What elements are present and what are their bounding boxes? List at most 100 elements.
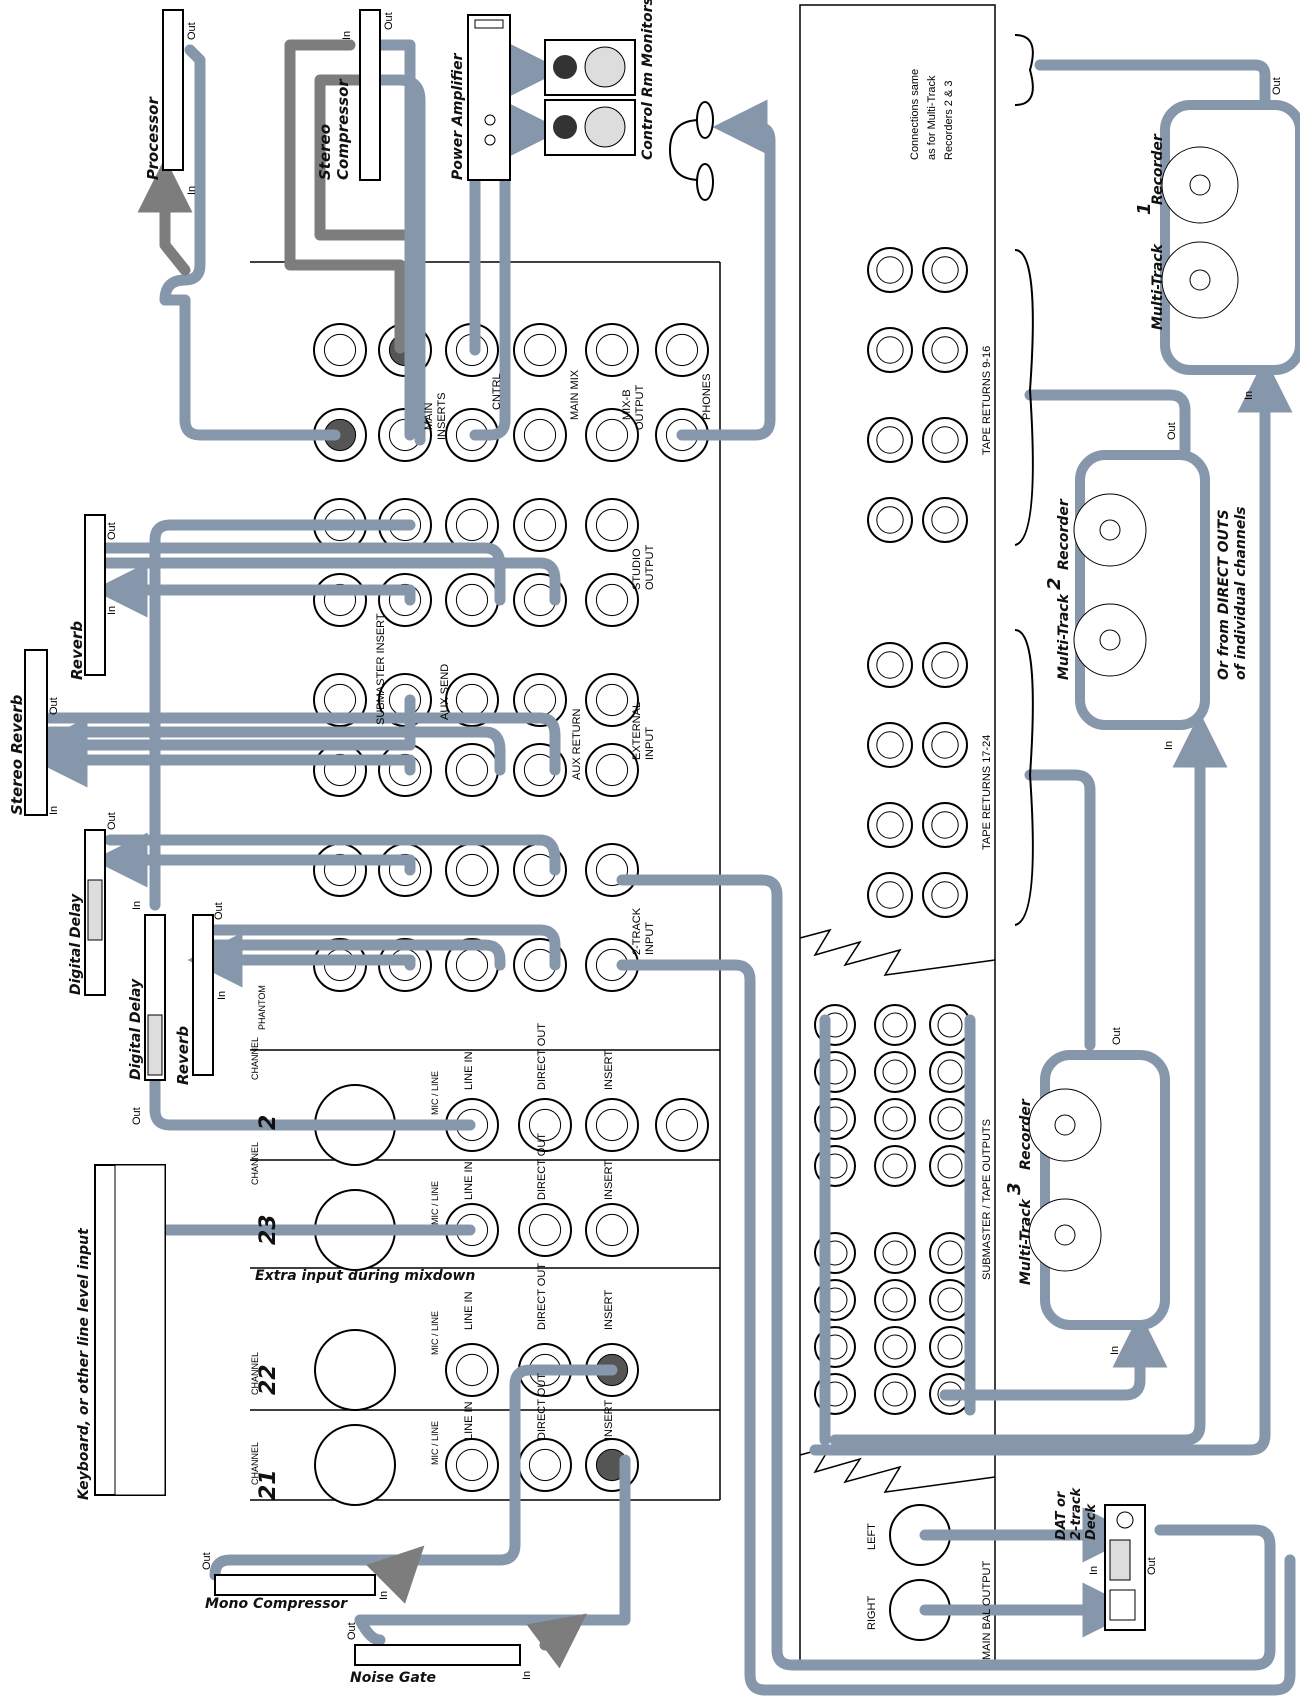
tape-return-jack-socket (932, 507, 958, 533)
svg-text:Digital Delay: Digital Delay (68, 893, 84, 995)
aux-jack-socket (456, 754, 487, 785)
svg-text:Power Amplifier: Power Amplifier (450, 52, 466, 180)
svg-text:INSERT: INSERT (603, 1160, 615, 1200)
svg-text:22: 22 (256, 1364, 281, 1395)
main-jack-socket (596, 419, 627, 450)
svg-text:MIC / LINE: MIC / LINE (430, 1071, 440, 1115)
svg-text:Out: Out (213, 902, 225, 920)
tape-out-jack-socket (938, 1154, 962, 1178)
stereo-compressor: Stereo Compressor In Out (316, 10, 395, 180)
svg-text:Recorder: Recorder (1056, 498, 1072, 570)
aux-jack-socket (456, 684, 487, 715)
tape-out-jack-socket (938, 1013, 962, 1037)
processor: Processor Out In (144, 10, 198, 195)
svg-text:Out: Out (383, 12, 395, 30)
tape-return-jack-socket (877, 427, 903, 453)
svg-text:In: In (378, 1591, 390, 1600)
multitrack-1: Multi-Track 1 Recorder Out In (1134, 77, 1300, 400)
tape-out-jack-socket (883, 1241, 907, 1265)
svg-text:Multi-Track: Multi-Track (1150, 242, 1166, 330)
aux-jack-socket (596, 754, 627, 785)
svg-text:STUDIO: STUDIO (631, 548, 643, 590)
svg-text:23: 23 (256, 1214, 281, 1245)
main-jack-socket (666, 334, 697, 365)
svg-text:21: 21 (256, 1469, 281, 1500)
aux-jack-socket (524, 509, 555, 540)
svg-text:2-track: 2-track (1069, 1486, 1084, 1540)
svg-text:In: In (1088, 1566, 1100, 1575)
tape-out-jack-socket (883, 1107, 907, 1131)
tape-return-jack-socket (877, 652, 903, 678)
svg-text:Out: Out (106, 812, 118, 830)
svg-text:RIGHT: RIGHT (866, 1596, 878, 1631)
svg-text:INSERTS: INSERTS (436, 393, 448, 440)
svg-text:Stereo: Stereo (316, 124, 334, 180)
control-room-monitors: Control Rm Monitors (545, 0, 656, 160)
svg-text:INSERT: INSERT (603, 1290, 615, 1330)
brackets (1015, 35, 1033, 925)
tape-return-jack-socket (932, 427, 958, 453)
svg-text:SUBMASTER INSERT: SUBMASTER INSERT (375, 613, 387, 725)
svg-text:Out: Out (346, 1622, 358, 1640)
tape-return-jack-socket (877, 812, 903, 838)
main-jack-socket (596, 334, 627, 365)
svg-text:In: In (48, 806, 60, 815)
tape-out-jack-socket (938, 1107, 962, 1131)
svg-text:2-TRACK: 2-TRACK (631, 907, 643, 955)
aux-jack-socket (456, 854, 487, 885)
svg-text:Out: Out (48, 697, 60, 715)
aux-jack-socket (456, 509, 487, 540)
svg-text:LEFT: LEFT (866, 1523, 878, 1550)
main-jack-socket (324, 334, 355, 365)
svg-text:EXTERNAL: EXTERNAL (631, 702, 643, 760)
tape-return-jack-socket (932, 337, 958, 363)
tape-return-jack-socket (877, 732, 903, 758)
svg-text:3: 3 (1004, 1182, 1025, 1195)
svg-text:INSERT: INSERT (603, 1050, 615, 1090)
main-jack-socket (524, 419, 555, 450)
svg-text:In: In (186, 186, 198, 195)
svg-text:as for Multi-Track: as for Multi-Track (926, 75, 938, 160)
svg-text:In: In (1243, 391, 1255, 400)
xlr-mic-input[interactable] (315, 1425, 395, 1505)
svg-text:Out: Out (1111, 1027, 1123, 1045)
svg-text:INPUT: INPUT (644, 727, 656, 760)
svg-text:LINE IN: LINE IN (463, 1161, 475, 1200)
svg-text:Compressor: Compressor (334, 78, 352, 180)
aux-jack-socket (524, 684, 555, 715)
svg-text:Recorder: Recorder (1150, 133, 1166, 205)
svg-text:DIRECT OUT: DIRECT OUT (536, 1023, 548, 1090)
svg-text:DIRECT OUT: DIRECT OUT (536, 1133, 548, 1200)
tape-out-jack-socket (938, 1335, 962, 1359)
svg-text:PHONES: PHONES (701, 374, 713, 420)
svg-text:Out: Out (1166, 422, 1178, 440)
direct-out-jack-socket (529, 1449, 560, 1480)
xlr-mic-input[interactable] (315, 1330, 395, 1410)
tape-out-jack-socket (883, 1013, 907, 1037)
svg-text:In: In (216, 991, 228, 1000)
extra-jack-socket (666, 1109, 697, 1140)
power-amplifier: Power Amplifier (450, 15, 510, 180)
svg-text:DIRECT OUT: DIRECT OUT (536, 1263, 548, 1330)
svg-text:LINE IN: LINE IN (463, 1291, 475, 1330)
svg-text:MIX-B: MIX-B (621, 389, 633, 420)
svg-text:of individual channels: of individual channels (1233, 507, 1249, 680)
aux-jack-socket (596, 684, 627, 715)
tape-return-jack-socket (877, 882, 903, 908)
svg-text:CHANNEL: CHANNEL (250, 1142, 260, 1185)
multitrack-2: Multi-Track 2 Recorder Out In (1044, 422, 1205, 750)
svg-text:DIRECT OUT: DIRECT OUT (536, 1373, 548, 1440)
svg-text:Connections same: Connections same (909, 69, 921, 160)
reverb-1: Reverb Out In (68, 515, 118, 680)
svg-text:Stereo Reverb: Stereo Reverb (8, 694, 26, 815)
svg-text:LINE IN: LINE IN (463, 1051, 475, 1090)
keyboard: Keyboard, or other line level input (76, 1165, 165, 1500)
extra-input-label: Extra input during mixdown (255, 1268, 475, 1284)
svg-text:In: In (1109, 1346, 1121, 1355)
svg-text:Out: Out (201, 1552, 213, 1570)
svg-text:MAIN: MAIN (423, 402, 435, 430)
svg-text:TAPE RETURNS 17-24: TAPE RETURNS 17-24 (981, 735, 993, 850)
aux-jack-socket (596, 509, 627, 540)
tape-return-jack-socket (932, 882, 958, 908)
svg-text:In: In (341, 31, 353, 40)
